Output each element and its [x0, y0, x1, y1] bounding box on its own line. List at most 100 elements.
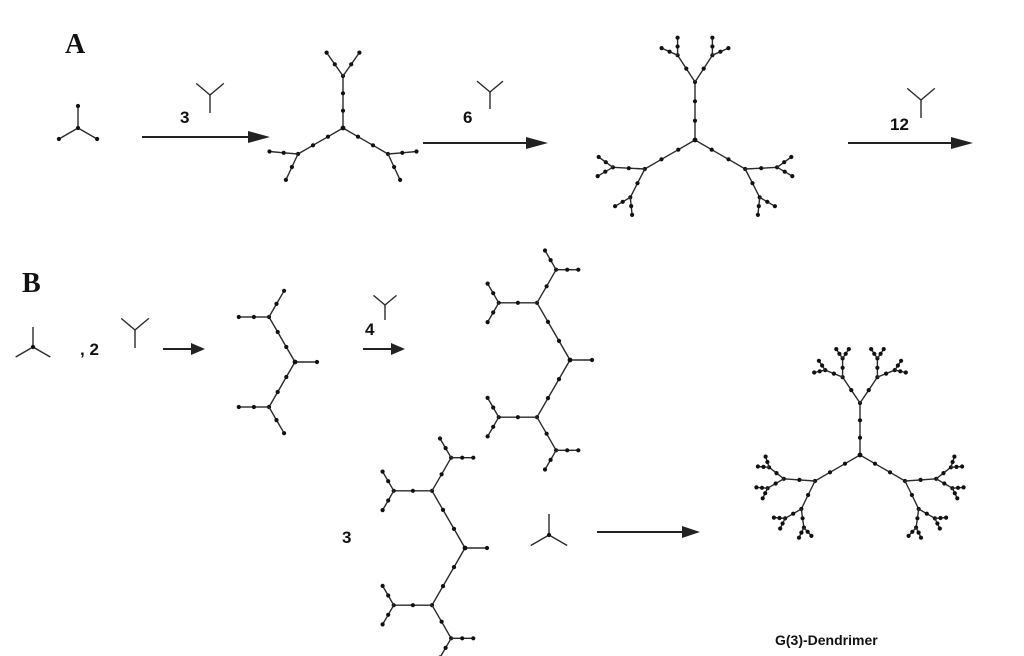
vertex	[840, 365, 845, 370]
vertex	[941, 471, 946, 476]
edge	[350, 52, 360, 65]
edge	[285, 361, 296, 378]
vertex	[439, 472, 444, 477]
vertex	[675, 35, 680, 40]
edge	[904, 479, 921, 482]
vertex	[332, 62, 337, 67]
edge	[209, 82, 225, 96]
vertex	[710, 35, 715, 40]
branching-monomer-b1	[120, 317, 150, 348]
vertex	[451, 526, 457, 532]
vertex	[915, 516, 920, 521]
monomer-count-2: , 2	[80, 340, 99, 359]
edge	[799, 479, 816, 482]
vertex	[843, 351, 848, 356]
vertex	[284, 374, 289, 380]
edge	[15, 346, 34, 358]
vertex	[777, 515, 782, 521]
edge	[628, 167, 645, 170]
vertex	[754, 485, 759, 490]
arrow-b1	[163, 343, 205, 355]
edge	[268, 406, 278, 421]
step-count-3: 3	[180, 108, 189, 127]
vertex	[596, 154, 601, 160]
vertex	[796, 535, 802, 540]
vertex	[556, 377, 562, 382]
vertex	[834, 347, 839, 352]
arrow-head	[191, 343, 205, 355]
vertex	[872, 351, 877, 356]
vertex	[918, 477, 923, 482]
core-monomer-a	[56, 103, 100, 142]
edge	[807, 480, 816, 496]
vertex	[485, 395, 490, 400]
edge	[783, 478, 800, 481]
vertex	[75, 125, 81, 131]
vertex	[635, 181, 640, 186]
vertex	[884, 371, 889, 376]
vertex	[485, 434, 490, 439]
vertex	[760, 496, 765, 501]
vertex	[30, 344, 36, 350]
edge	[297, 144, 314, 155]
vertex	[576, 448, 581, 453]
arrow-head	[391, 343, 405, 355]
vertex	[755, 464, 761, 469]
edge	[850, 389, 861, 404]
vertex	[916, 530, 921, 535]
vertex	[771, 515, 777, 520]
branching-monomer-a2	[476, 80, 504, 109]
vertex	[439, 619, 444, 624]
dendrimer-caption: G(3)-Dendrimer	[775, 632, 878, 648]
edge	[342, 127, 359, 138]
vertex	[961, 485, 966, 490]
vertex	[314, 359, 320, 365]
vertex	[817, 369, 822, 374]
vertex	[284, 344, 289, 350]
step-count-4: 4	[365, 320, 375, 339]
edge	[829, 463, 846, 473]
edge	[694, 139, 713, 151]
vertex	[613, 204, 618, 209]
vertex	[857, 452, 863, 458]
edge	[814, 471, 831, 482]
edge	[431, 604, 443, 623]
edge	[327, 127, 344, 138]
vertex	[236, 404, 241, 410]
vertex	[380, 469, 385, 474]
g3-dendrimer	[754, 347, 966, 540]
edge	[636, 168, 646, 184]
vertex	[491, 310, 496, 315]
vertex	[875, 365, 880, 370]
vertex	[380, 508, 385, 513]
vertex	[809, 533, 814, 539]
edge	[134, 317, 150, 331]
edge	[291, 153, 299, 168]
vertex	[954, 464, 959, 469]
edge	[431, 473, 443, 492]
vertex	[589, 357, 595, 363]
branch-count-3: 3	[342, 528, 351, 547]
section-label-a: A	[65, 29, 86, 60]
vertex	[282, 431, 287, 436]
vertex	[515, 300, 521, 305]
vertex	[761, 464, 766, 469]
edge	[275, 419, 285, 434]
edge	[402, 150, 417, 154]
edge	[536, 397, 549, 418]
edge	[761, 166, 778, 169]
vertex	[759, 166, 764, 171]
edge	[745, 167, 762, 170]
edge	[889, 471, 906, 482]
vertex	[236, 314, 241, 320]
vertex	[791, 511, 796, 516]
edge	[387, 152, 403, 155]
vertex	[898, 369, 903, 374]
vertex	[684, 66, 689, 71]
vertex	[726, 46, 731, 51]
graph-structures	[15, 35, 966, 656]
arrow-a2	[423, 137, 548, 149]
branching-monomer-a3	[906, 87, 936, 118]
vertex	[944, 515, 949, 520]
vertex	[398, 177, 403, 182]
